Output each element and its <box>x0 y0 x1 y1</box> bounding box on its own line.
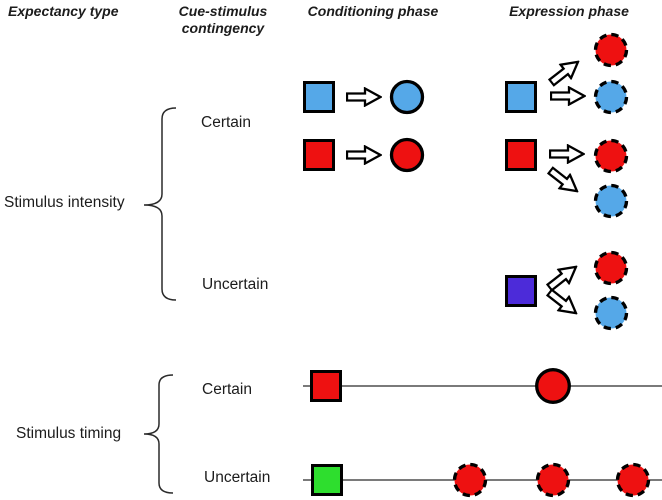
red-circle-dashed-outcome <box>593 32 629 68</box>
timeline-certain <box>303 385 662 387</box>
purple-cue-square-expression <box>505 275 537 307</box>
red-circle-dashed-outcome <box>615 462 651 498</box>
header-cue-stimulus-line1: Cue-stimulus <box>178 3 268 19</box>
red-circle-dashed-outcome <box>593 250 629 286</box>
red-cue-square-conditioning <box>303 139 335 171</box>
right-arrow-icon <box>549 144 585 164</box>
red-cue-square-expression <box>505 139 537 171</box>
group-label-stimulus-intensity: Stimulus intensity <box>4 194 125 211</box>
down-right-arrow-icon <box>543 284 584 322</box>
blue-circle-dashed-outcome <box>593 295 629 331</box>
red-circle-dashed-outcome <box>593 138 629 174</box>
header-cue-stimulus-line2: contingency <box>181 20 265 36</box>
red-cue-square-timeline <box>310 370 342 402</box>
right-arrow-icon <box>346 87 382 107</box>
red-circle-solid-conditioning <box>389 137 425 173</box>
header-expectancy-type: Expectancy type <box>8 3 119 19</box>
label-timing-certain: Certain <box>202 381 252 398</box>
blue-cue-square-expression <box>505 81 537 113</box>
up-right-arrow-icon <box>543 258 584 296</box>
blue-circle-solid-conditioning <box>389 79 425 115</box>
red-circle-solid-outcome <box>535 368 571 404</box>
label-timing-uncertain: Uncertain <box>204 469 271 486</box>
group-label-stimulus-timing: Stimulus timing <box>16 425 122 442</box>
up-right-arrow-icon <box>545 53 586 91</box>
down-right-arrow-icon <box>544 162 585 200</box>
green-cue-square-timeline <box>311 464 343 496</box>
blue-circle-dashed-outcome <box>593 79 629 115</box>
header-conditioning-phase: Conditioning phase <box>307 3 439 19</box>
header-expression-phase: Expression phase <box>509 3 629 19</box>
right-arrow-icon <box>550 86 586 106</box>
red-circle-dashed-outcome <box>535 462 571 498</box>
curly-brace-timing <box>143 374 174 494</box>
label-intensity-certain: Certain <box>201 114 251 131</box>
curly-brace-intensity <box>143 107 177 301</box>
right-arrow-icon <box>346 145 382 165</box>
red-circle-dashed-outcome <box>452 462 488 498</box>
blue-cue-square-conditioning <box>303 81 335 113</box>
header-cue-stimulus-contingency: Cue-stimulus contingency <box>152 3 294 37</box>
label-intensity-uncertain: Uncertain <box>202 276 269 293</box>
blue-circle-dashed-outcome <box>593 183 629 219</box>
